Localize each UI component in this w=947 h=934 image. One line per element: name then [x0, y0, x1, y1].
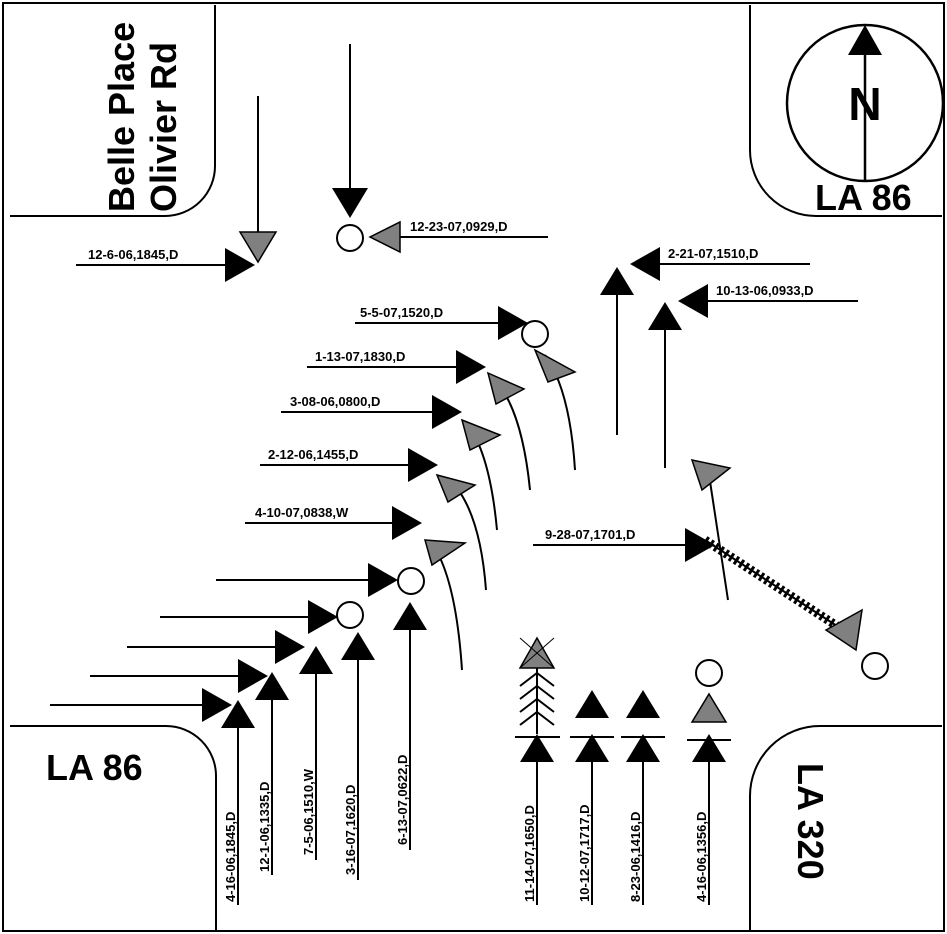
crash-10-13-06: 10-13-06,0933,D: [648, 283, 858, 468]
crash-code-label: 4-16-06,1356,D: [694, 812, 709, 902]
crash-code-label: 4-16-06,1845,D: [223, 812, 238, 902]
crash-code-label: 5-5-07,1520,D: [360, 305, 443, 320]
crash-code-label: 4-10-07,0838,W: [255, 505, 349, 520]
crash-4-16-06-b: 4-16-06,1356,D: [687, 659, 731, 905]
crash-code-label: 12-23-07,0929,D: [410, 219, 508, 234]
crash-4-16-06-a: 4-16-06,1845,D: [50, 688, 255, 905]
crash-code-label: 12-1-06,1335,D: [257, 782, 272, 872]
crash-code-label: 3-08-06,0800,D: [290, 394, 380, 409]
road-label-belle-place: Belle Place: [101, 22, 142, 212]
crash-7-5-06: 7-5-06,1510,W: [127, 630, 333, 860]
crash-code-label: 2-21-07,1510,D: [668, 246, 758, 261]
crash-9-28-07: 9-28-07,1701,D: [533, 458, 889, 680]
crash-12-23-07: 12-23-07,0929,D: [332, 44, 548, 254]
crash-code-label: 9-28-07,1701,D: [545, 527, 635, 542]
crash-6-13-07: 6-13-07,0622,D: [216, 563, 427, 850]
crash-1-13-07: 1-13-07,1830,D: [307, 349, 531, 491]
crash-code-label: 10-12-07,1717,D: [577, 804, 592, 902]
crash-2-12-06: 2-12-06,1455,D: [260, 447, 487, 591]
crash-code-label: 3-16-07,1620,D: [343, 785, 358, 875]
crash-code-label: 8-23-06,1416,D: [628, 812, 643, 902]
road-label-la86-left: LA 86: [46, 747, 143, 788]
crash-code-label: 11-14-07,1650,D: [522, 805, 537, 902]
crash-code-label: 1-13-07,1830,D: [315, 349, 405, 364]
crash-12-6-06: 12-6-06,1845,D: [76, 96, 278, 282]
road-label-olivier-rd: Olivier Rd: [143, 42, 184, 212]
crash-code-label: 10-13-06,0933,D: [716, 283, 814, 298]
road-label-la86-top: LA 86: [815, 177, 912, 218]
crash-code-label: 6-13-07,0622,D: [395, 755, 410, 845]
crash-code-label: 7-5-06,1510,W: [301, 768, 316, 855]
crash-4-10-07: 4-10-07,0838,W: [245, 505, 468, 671]
crash-2-21-07: 2-21-07,1510,D: [600, 246, 810, 435]
crash-code-label: 2-12-06,1455,D: [268, 447, 358, 462]
road-label-la320: LA 320: [790, 763, 831, 880]
curb-lines: [10, 5, 942, 930]
crash-11-14-07: 11-14-07,1650,D: [515, 636, 560, 905]
north-arrow-icon: N: [785, 23, 945, 183]
crash-5-5-07: 5-5-07,1520,D: [355, 305, 577, 471]
crash-12-1-06: 12-1-06,1335,D: [90, 659, 289, 875]
crash-code-label: 12-6-06,1845,D: [88, 247, 178, 262]
crash-3-16-07: 3-16-07,1620,D: [160, 600, 375, 880]
north-label: N: [848, 78, 881, 130]
crash-8-23-06: 8-23-06,1416,D: [621, 690, 665, 905]
crash-10-12-07: 10-12-07,1717,D: [570, 690, 614, 905]
crash-3-08-06: 3-08-06,0800,D: [281, 394, 502, 531]
